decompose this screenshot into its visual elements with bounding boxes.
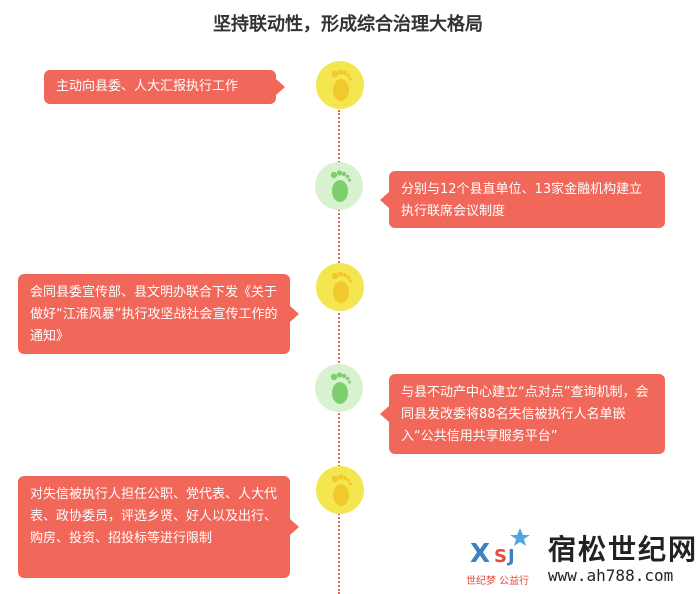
svg-text:X: X: [470, 539, 490, 569]
footprint-icon: [316, 466, 364, 514]
timeline-line: [338, 110, 340, 594]
footprint-icon: [315, 364, 363, 412]
step-card-5: 对失信被执行人担任公职、党代表、人大代表、政协委员，评选乡贤、好人以及出行、购房…: [18, 476, 299, 578]
step-card-1: 主动向县委、人大汇报执行工作: [44, 70, 285, 104]
page-title: 坚持联动性，形成综合治理大格局: [213, 14, 483, 35]
svg-text:S: S: [494, 546, 507, 567]
footprint-icon: [316, 61, 364, 109]
step-card-4: 与县不动产中心建立“点对点”查询机制，会同县发改委将88名失信被执行人名单嵌入“…: [380, 374, 665, 454]
watermark-url: www.ah788.com: [548, 566, 674, 585]
watermark: X S J 世纪梦 公益行 宿松世纪网 www.ah788.com: [466, 522, 696, 594]
step-card-3: 会同县委宣传部、县文明办联合下发《关于做好“江淮风暴”执行攻坚战社会宣传工作的通…: [18, 274, 299, 354]
footprint-icon: [316, 263, 364, 311]
step-card-2: 分别与12个县直单位、13家金融机构建立执行联席会议制度: [380, 171, 665, 228]
footprint-icon: [315, 162, 363, 210]
watermark-name: 宿松世纪网: [548, 533, 696, 566]
svg-text:J: J: [506, 546, 515, 567]
watermark-brand: 世纪梦 公益行: [466, 576, 530, 587]
site-logo: X S J: [470, 528, 530, 569]
